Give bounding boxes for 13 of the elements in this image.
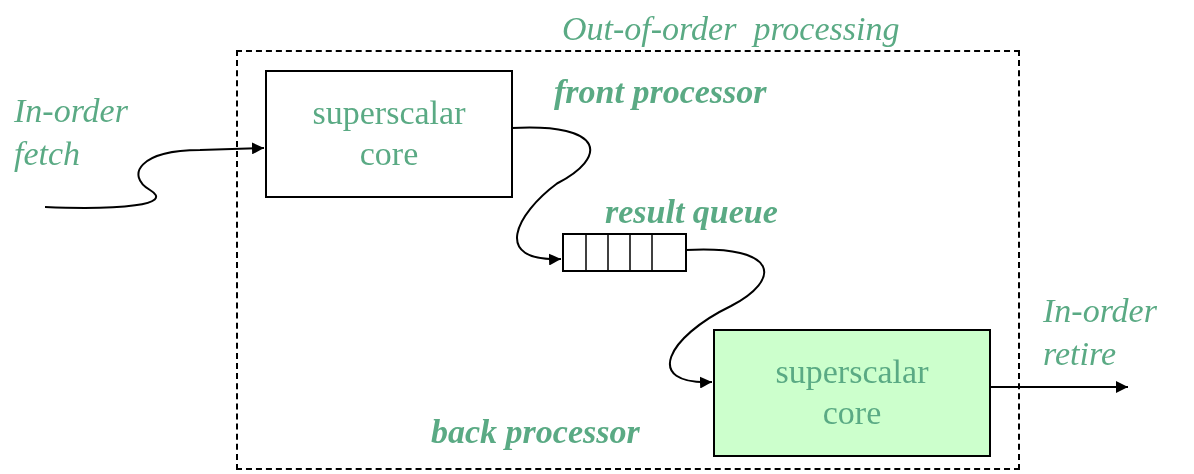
region-heading: Out-of-order processing [562,10,901,48]
flow-label: In-order fetch [14,91,129,174]
core-label: superscalar core [774,352,930,433]
flow-arrow [44,142,265,209]
queue-box [562,233,687,272]
component-caption: back processor [431,413,641,451]
processor-box [265,70,513,198]
core-label: superscalar core [311,93,467,174]
flow-arrow [668,248,766,388]
component-caption: result queue [605,193,779,231]
component-caption: front processor [554,73,768,111]
processor-box [713,329,991,457]
flow-label: In-order retire [1043,291,1158,374]
